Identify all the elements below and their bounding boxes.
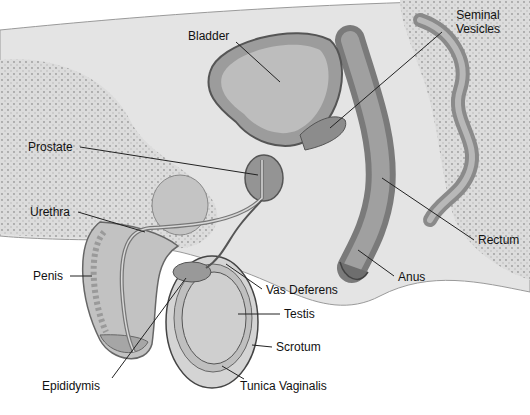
organ-label: Testis bbox=[284, 307, 315, 321]
organ-label: Tunica Vaginalis bbox=[240, 379, 327, 393]
organ-label: Urethra bbox=[30, 205, 70, 219]
organ-label: Prostate bbox=[28, 140, 73, 154]
organ-label: Epididymis bbox=[42, 379, 100, 393]
organ-label: Scrotum bbox=[276, 340, 321, 354]
leader-lines bbox=[70, 32, 474, 379]
organ-label: Vas Deferens bbox=[266, 283, 338, 297]
organ-label: Anus bbox=[398, 270, 425, 284]
organ-label: Penis bbox=[33, 269, 63, 283]
organ-label: Bladder bbox=[188, 29, 229, 43]
organ-label: Seminal Vesicles bbox=[442, 8, 514, 36]
organ-label: Rectum bbox=[478, 233, 519, 247]
